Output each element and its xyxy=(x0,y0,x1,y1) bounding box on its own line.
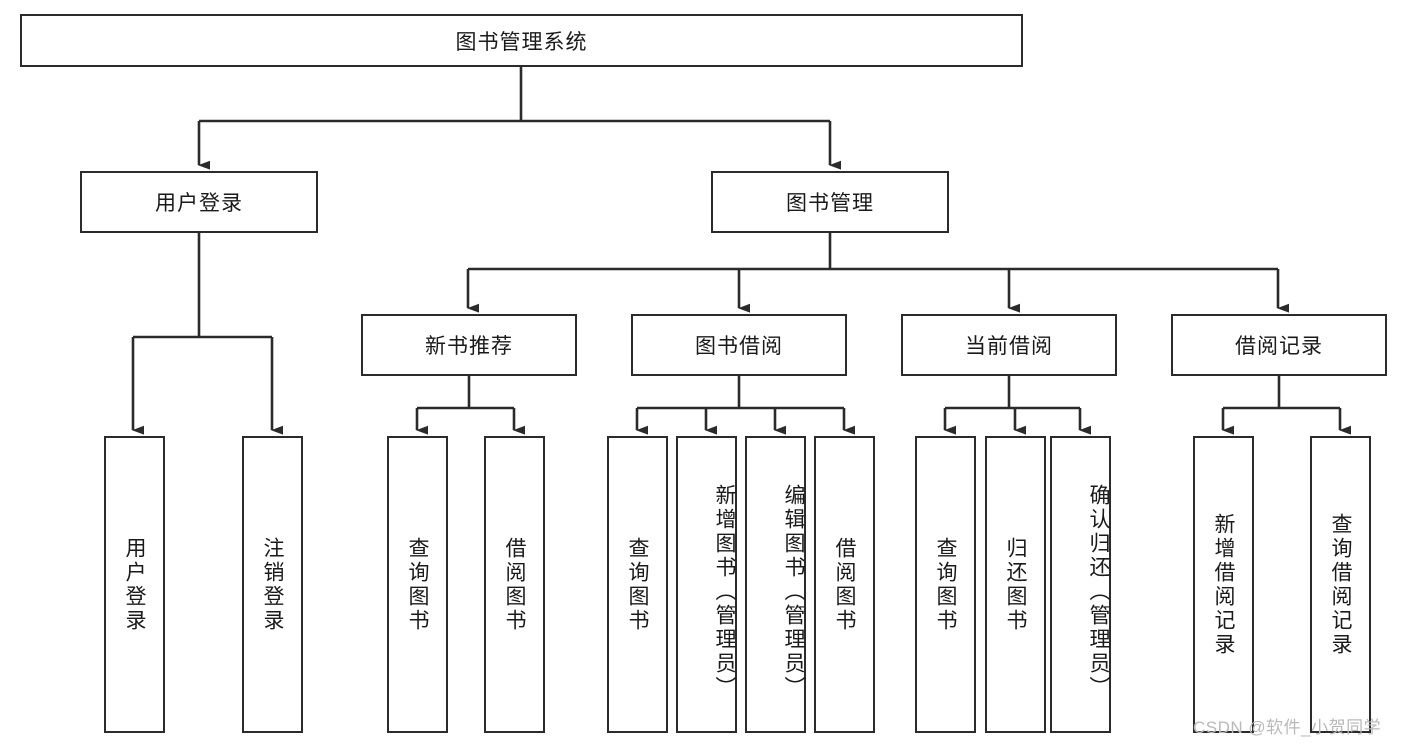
node-root-0[interactable]: 图书管理系统 xyxy=(20,14,1023,67)
node-label: 图书借阅 xyxy=(695,335,783,358)
node-level2-1[interactable]: 图书借阅 xyxy=(631,314,847,376)
node-leaf-10[interactable]: 确认归还（管理员） xyxy=(1050,436,1111,733)
node-label: 图书管理系统 xyxy=(455,30,588,54)
node-label: 用户登录 xyxy=(155,192,243,215)
node-leaf-5[interactable]: 新增图书（管理员） xyxy=(676,436,737,733)
node-level1-0[interactable]: 用户登录 xyxy=(80,171,318,233)
node-leaf-3[interactable]: 借阅图书 xyxy=(484,436,545,733)
node-leaf-12[interactable]: 查询借阅记录 xyxy=(1310,436,1371,733)
node-label: 新增图书（管理员） xyxy=(713,483,736,700)
node-level1-1[interactable]: 图书管理 xyxy=(711,171,949,233)
node-label: 查询图书 xyxy=(626,536,649,633)
node-leaf-7[interactable]: 借阅图书 xyxy=(814,436,875,733)
node-level2-2[interactable]: 当前借阅 xyxy=(901,314,1117,376)
node-label: 当前借阅 xyxy=(965,335,1053,358)
node-label: 用户登录 xyxy=(123,536,146,633)
node-leaf-11[interactable]: 新增借阅记录 xyxy=(1193,436,1254,733)
node-leaf-1[interactable]: 注销登录 xyxy=(242,436,303,733)
node-label: 新书推荐 xyxy=(425,335,513,358)
node-label: 确认归还（管理员） xyxy=(1087,483,1110,700)
node-leaf-0[interactable]: 用户登录 xyxy=(104,436,165,733)
node-leaf-8[interactable]: 查询图书 xyxy=(915,436,976,733)
node-label: 编辑图书（管理员） xyxy=(782,483,805,700)
node-label: 注销登录 xyxy=(261,536,284,633)
node-label: 查询图书 xyxy=(406,536,429,633)
node-label: 查询借阅记录 xyxy=(1329,512,1352,657)
node-label: 借阅记录 xyxy=(1235,335,1323,358)
node-label: 借阅图书 xyxy=(833,536,856,633)
node-level2-3[interactable]: 借阅记录 xyxy=(1171,314,1387,376)
node-leaf-2[interactable]: 查询图书 xyxy=(387,436,448,733)
node-level2-0[interactable]: 新书推荐 xyxy=(361,314,577,376)
node-leaf-9[interactable]: 归还图书 xyxy=(985,436,1046,733)
node-label: 查询图书 xyxy=(934,536,957,633)
node-label: 归还图书 xyxy=(1004,536,1027,633)
node-label: 图书管理 xyxy=(786,192,874,215)
node-leaf-4[interactable]: 查询图书 xyxy=(607,436,668,733)
node-leaf-6[interactable]: 编辑图书（管理员） xyxy=(745,436,806,733)
csdn-watermark: CSDN @软件_小贺同学 xyxy=(1193,718,1382,737)
node-label: 借阅图书 xyxy=(503,536,526,633)
node-label: 新增借阅记录 xyxy=(1212,512,1235,657)
